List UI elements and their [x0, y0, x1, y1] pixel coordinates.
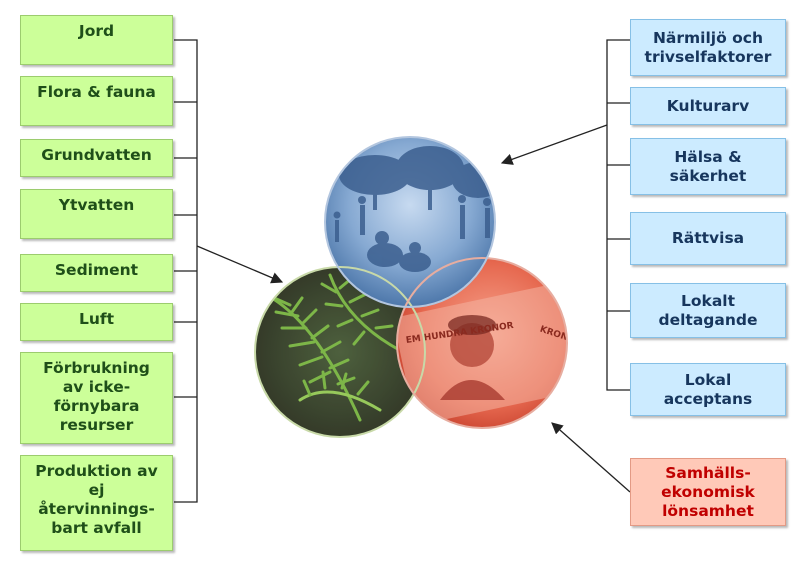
soc-label-rattvisa: Rättvisa [671, 229, 745, 247]
env-label-ytvatten: Ytvatten [58, 196, 135, 214]
env-label-jord: Jord [78, 22, 115, 40]
env-box-flora-fauna: Flora & fauna [20, 76, 173, 126]
env-box-jord: Jord [20, 15, 173, 65]
environment-arrow [196, 245, 284, 284]
people-in-park-icon [333, 146, 495, 272]
env-box-sediment: Sediment [20, 254, 173, 292]
money-circle-outline [396, 257, 568, 429]
env-box-ytvatten: Ytvatten [20, 189, 173, 239]
soc-label-narmiljo: Närmiljö och trivselfaktorer [644, 28, 772, 66]
env-box-forbrukning: Förbrukning av icke- förnybara resurser [20, 352, 173, 444]
soc-box-halsa: Hälsa & säkerhet [630, 138, 786, 195]
eco-label-samhallsekonomisk: Samhälls- ekonomisk lönsamhet [661, 463, 755, 520]
env-label-forbrukning: Förbrukning av icke- förnybara resurser [43, 359, 150, 434]
env-label-grundvatten: Grundvatten [41, 146, 152, 164]
soc-box-lokalt-deltagande: Lokalt deltagande [630, 283, 786, 338]
env-label-flora-fauna: Flora & fauna [37, 83, 156, 101]
soc-label-lokal-acceptans: Lokal acceptans [663, 370, 753, 408]
env-label-sediment: Sediment [54, 261, 139, 279]
social-bracket [606, 39, 630, 391]
economic-arrow [551, 422, 631, 493]
eco-box-samhallsekonomisk: Samhälls- ekonomisk lönsamhet [630, 458, 786, 526]
banknote-icon [397, 280, 567, 426]
people-circle [325, 137, 495, 307]
env-label-avfall: Produktion av ej återvinnings- bart avfa… [35, 462, 158, 537]
env-box-grundvatten: Grundvatten [20, 139, 173, 177]
soc-box-kulturarv: Kulturarv [630, 87, 786, 125]
soc-label-halsa: Hälsa & säkerhet [669, 147, 747, 185]
people-circle-outline [324, 136, 496, 308]
env-box-avfall: Produktion av ej återvinnings- bart avfa… [20, 455, 173, 551]
fern-circle-outline [254, 266, 426, 438]
environment-bracket [174, 39, 198, 503]
fern-icon [270, 273, 422, 422]
env-box-luft: Luft [20, 303, 173, 341]
soc-box-lokal-acceptans: Lokal acceptans [630, 363, 786, 416]
env-label-luft: Luft [78, 310, 115, 328]
soc-label-lokalt-deltagande: Lokalt deltagande [658, 291, 758, 329]
soc-box-rattvisa: Rättvisa [630, 212, 786, 265]
soc-label-kulturarv: Kulturarv [666, 96, 750, 115]
fern-circle [255, 267, 425, 437]
soc-box-narmiljo: Närmiljö och trivselfaktorer [630, 19, 786, 76]
social-arrow [500, 124, 608, 165]
